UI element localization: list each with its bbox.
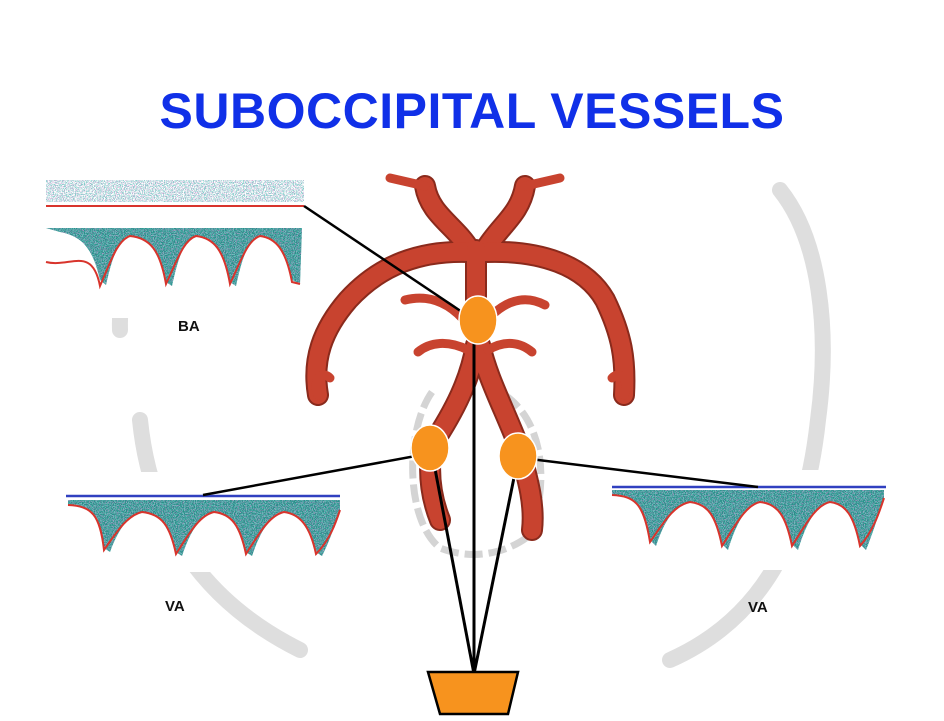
doppler-panel-va-right [604, 470, 892, 570]
aca-extension-left [385, 173, 430, 191]
label-ba: BA [178, 318, 200, 335]
connector-va-left [202, 451, 433, 497]
page-title: SUBOCCIPITAL VESSELS [159, 83, 785, 139]
superior-cerebellar-branch-left [400, 293, 467, 323]
superior-cerebellar-branch-right [487, 295, 550, 320]
doppler-ba-envelope [45, 234, 301, 290]
cervical-contour [502, 392, 545, 521]
mca-tip-left-a [311, 370, 335, 400]
posterior-inferior-branch-right [483, 339, 537, 357]
connector-ba [303, 204, 475, 322]
posterior-inferior-branch-left [413, 339, 473, 357]
middle-cerebral-artery-right [476, 242, 634, 404]
beam-va-right [472, 457, 520, 675]
anterior-cerebral-artery-left [416, 177, 479, 259]
insonation-site-ba [458, 295, 498, 345]
ultrasound-probe [426, 670, 520, 716]
doppler-ba-speckle-top [46, 180, 304, 202]
doppler-va-left-envelope [67, 504, 341, 557]
insonation-site-va-right [498, 432, 538, 480]
beam-va-left [430, 452, 476, 675]
aca-extension-right [520, 173, 565, 191]
connector-lines [202, 204, 759, 497]
insonation-site-va-left [410, 424, 450, 472]
artery-tree [305, 173, 636, 541]
insonation-sites [410, 295, 538, 480]
label-va-right: VA [748, 599, 768, 616]
label-va-left: VA [165, 598, 185, 615]
doppler-panel-va-left [60, 472, 345, 572]
doppler-panel-ba [45, 176, 304, 318]
doppler-va-right-envelope [611, 494, 885, 549]
mca-tip-right-a [607, 370, 631, 400]
probe-beams [430, 320, 520, 675]
middle-cerebral-artery-left [307, 242, 479, 404]
connector-va-right [521, 456, 759, 489]
